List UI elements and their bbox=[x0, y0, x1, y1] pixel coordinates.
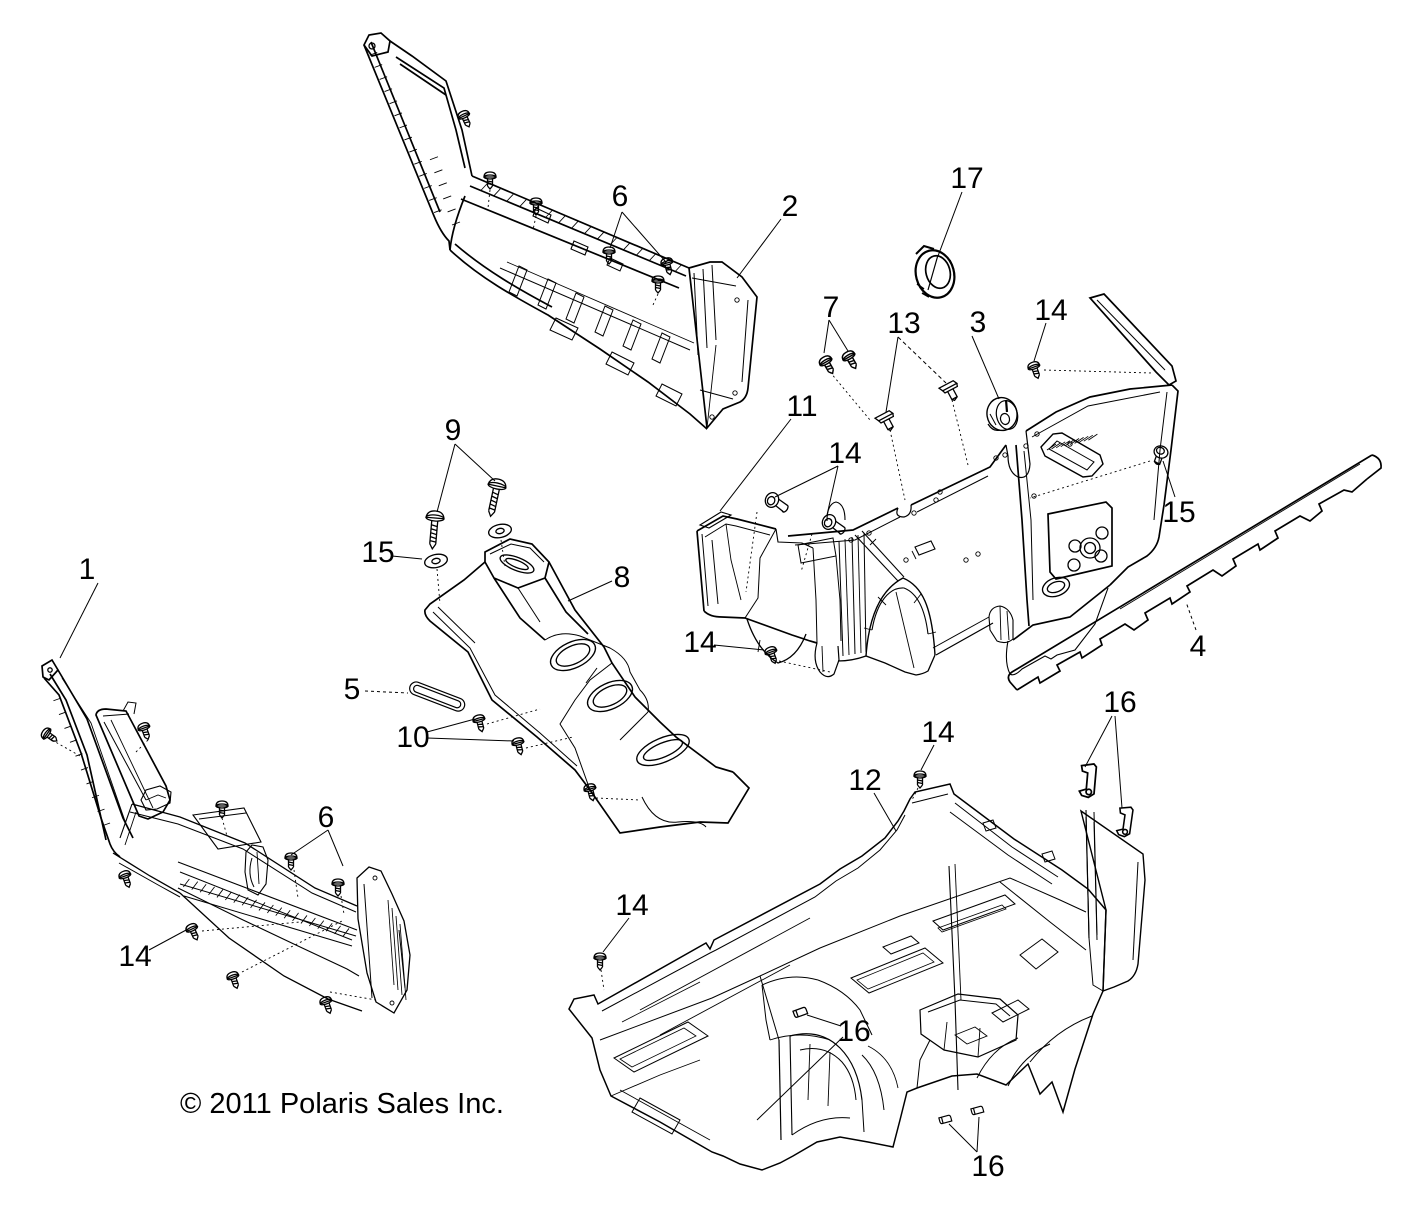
svg-text:6: 6 bbox=[318, 801, 335, 834]
svg-text:15: 15 bbox=[1162, 496, 1195, 529]
svg-text:14: 14 bbox=[615, 889, 648, 922]
svg-text:14: 14 bbox=[118, 940, 151, 973]
svg-text:7: 7 bbox=[823, 291, 840, 324]
svg-text:14: 14 bbox=[921, 716, 954, 749]
svg-text:5: 5 bbox=[344, 673, 361, 706]
svg-text:16: 16 bbox=[837, 1015, 870, 1048]
svg-text:4: 4 bbox=[1190, 630, 1207, 663]
svg-text:10: 10 bbox=[396, 721, 429, 754]
svg-text:12: 12 bbox=[848, 764, 881, 797]
svg-text:14: 14 bbox=[683, 626, 716, 659]
svg-text:1: 1 bbox=[79, 553, 96, 586]
svg-text:15: 15 bbox=[361, 536, 394, 569]
svg-text:© 2011 Polaris Sales Inc.: © 2011 Polaris Sales Inc. bbox=[180, 1088, 504, 1120]
svg-text:13: 13 bbox=[887, 307, 920, 340]
svg-text:8: 8 bbox=[614, 561, 631, 594]
svg-text:6: 6 bbox=[612, 180, 629, 213]
svg-text:16: 16 bbox=[1103, 686, 1136, 719]
svg-text:14: 14 bbox=[828, 437, 861, 470]
svg-text:11: 11 bbox=[786, 390, 817, 423]
svg-text:2: 2 bbox=[782, 190, 799, 223]
svg-text:16: 16 bbox=[971, 1150, 1004, 1183]
svg-text:17: 17 bbox=[950, 162, 983, 195]
svg-text:14: 14 bbox=[1034, 294, 1067, 327]
svg-text:9: 9 bbox=[445, 414, 462, 447]
svg-text:3: 3 bbox=[970, 306, 987, 339]
